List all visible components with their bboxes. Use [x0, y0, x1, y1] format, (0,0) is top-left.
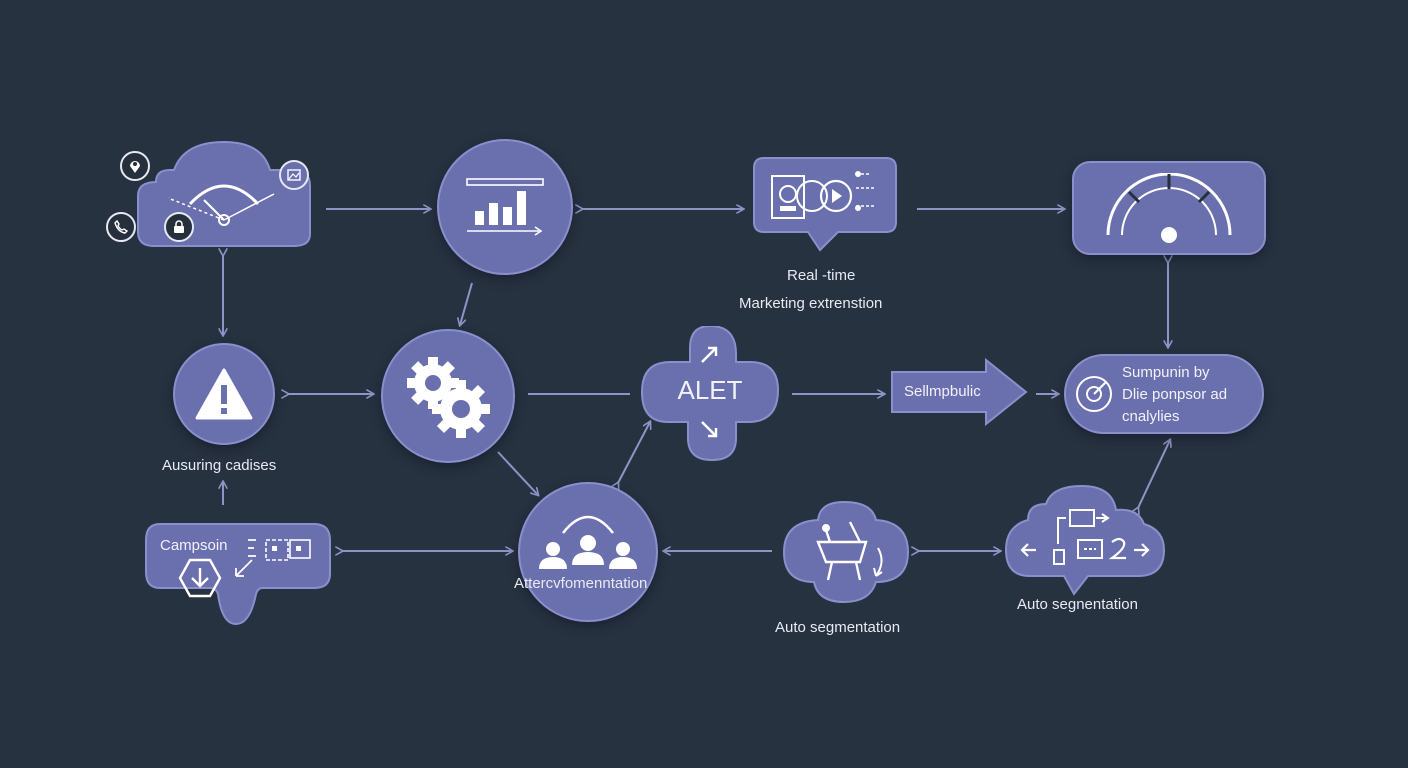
cart-icon [782, 500, 910, 604]
edge-audience-alet [618, 422, 650, 483]
edge-segmentright-summary [1138, 440, 1170, 508]
edge-settings-audience [497, 451, 538, 495]
media-player-icon [753, 157, 897, 252]
download-hexagon-icon [178, 558, 222, 598]
warning-icon [195, 368, 253, 420]
dashboard-node[interactable] [106, 140, 312, 250]
campaign-shape [145, 523, 331, 626]
alert-caption: Ausuring cadises [162, 457, 277, 474]
realtime-caption-2: Marketing extrenstion [739, 295, 883, 312]
alet-label: ALET [677, 375, 743, 405]
gauge-icon [1106, 173, 1232, 243]
analytics-node[interactable] [437, 139, 573, 275]
arrow-shape [891, 357, 1028, 427]
arrow-box-node[interactable]: Sellmpbulic [890, 357, 1028, 427]
segment-mid-caption: Auto segmentation [775, 619, 901, 636]
settings-node[interactable] [381, 329, 515, 463]
campaign-label: Campsoin [160, 537, 228, 554]
realtime-caption-1: Real -time [787, 267, 856, 284]
gears-icon [407, 357, 490, 438]
segment-mid-node[interactable] [782, 500, 910, 604]
segment-right-node[interactable] [1004, 484, 1166, 596]
summary-node[interactable]: Sumpunin by Dlie ponpsor ad cnalylies [1064, 354, 1264, 434]
lock-icon[interactable] [164, 212, 194, 242]
campaign-node[interactable]: Campsoin [144, 522, 332, 626]
bar-chart-icon [466, 178, 544, 236]
alet-shape [640, 324, 780, 462]
people-icon [539, 515, 637, 569]
location-pin-icon[interactable] [120, 151, 150, 181]
alet-node[interactable]: ALET [640, 324, 780, 462]
arrow-box-label: Sellmpbulic [904, 383, 981, 400]
segment-right-caption: Auto segnentation [1017, 596, 1138, 613]
flow-icon [1004, 484, 1166, 596]
audience-node[interactable] [518, 482, 658, 622]
audience-caption: Attercvfomenntation [514, 575, 648, 592]
alert-node[interactable] [173, 343, 275, 445]
edge-analytics-settings [460, 282, 473, 325]
summary-line-1: Sumpunin by [1122, 364, 1210, 381]
phone-icon[interactable] [106, 212, 136, 242]
summary-line-3: cnalylies [1122, 408, 1180, 425]
speedometer-icon [137, 140, 311, 247]
realtime-node[interactable] [752, 156, 898, 252]
gauge-node[interactable] [1072, 161, 1266, 255]
image-icon[interactable] [279, 160, 309, 190]
summary-line-2: Dlie ponpsor ad [1122, 386, 1228, 403]
target-icon [1076, 376, 1112, 412]
